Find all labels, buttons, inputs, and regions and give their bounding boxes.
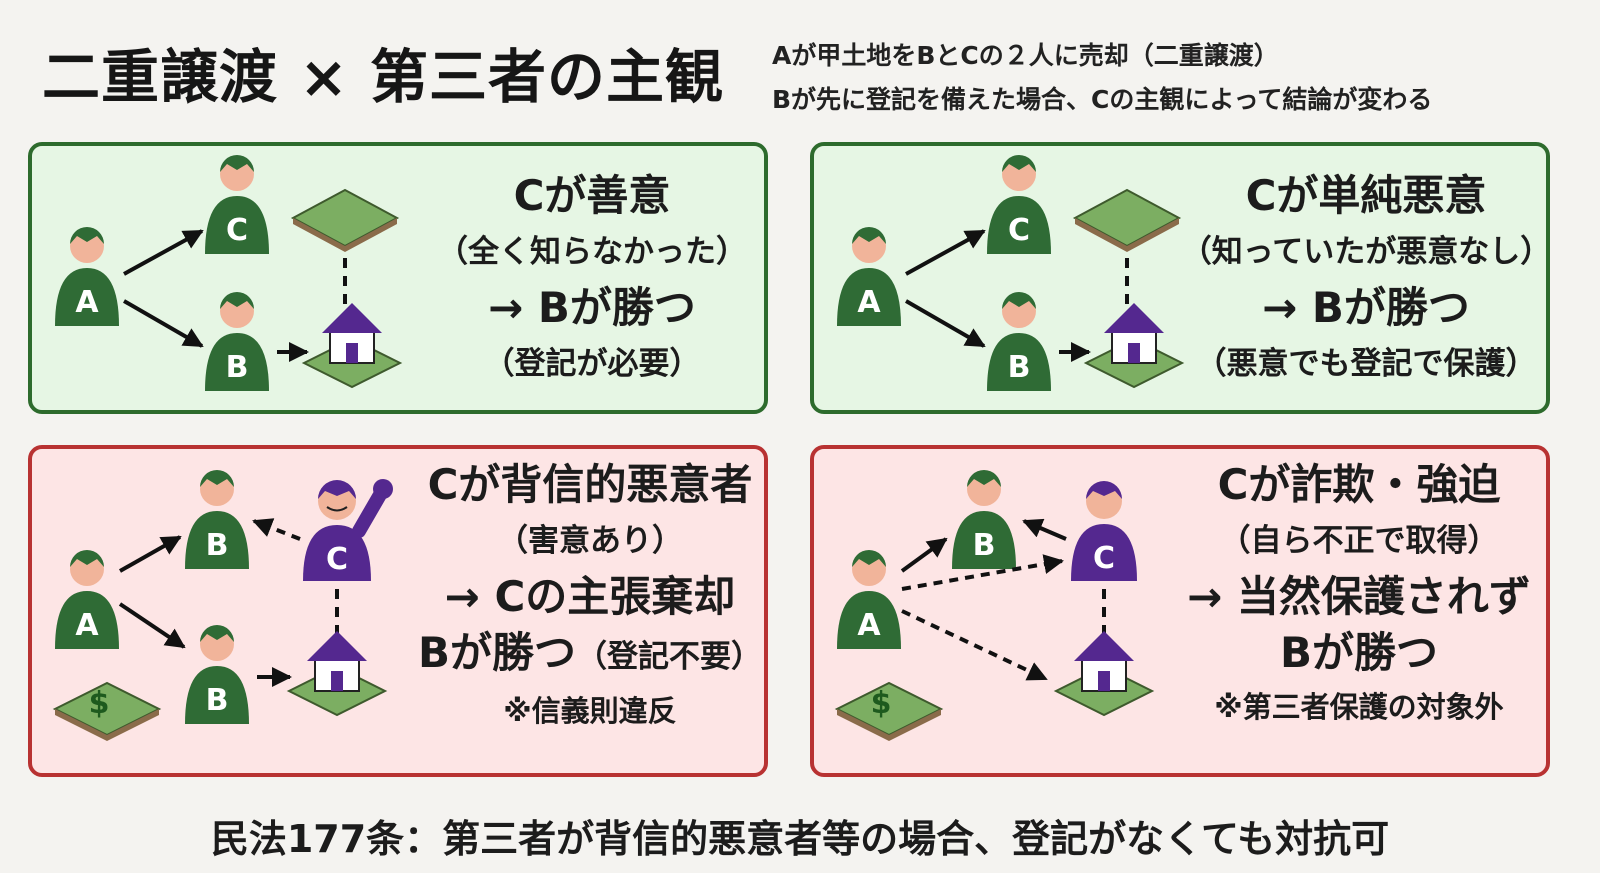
arrow-a-to-c: [123, 229, 204, 276]
dashed-arrow-a-to-c: [901, 554, 1064, 591]
panel-result-2-paren: （登記不要）: [576, 639, 762, 675]
person-c-icon: C: [1071, 481, 1137, 581]
footer-note: 民法177条：第三者が背信的悪意者等の場合、登記がなくても対抗可: [210, 817, 1390, 861]
arrow-c-to-b: [1022, 518, 1067, 541]
person-a-label: A: [857, 608, 881, 643]
panel-fraud-duress: A B C $ Cが詐欺・強迫 （自ら不正: [810, 445, 1550, 777]
villain-c-icon: C: [303, 479, 393, 581]
person-a-label: A: [75, 285, 99, 320]
panel-note: ※信義則違反: [503, 694, 677, 728]
malicious-illustration: A B C B: [52, 470, 393, 741]
panel-note: ※第三者保護の対象外: [1214, 690, 1504, 724]
fraud-illustration: A B C $: [834, 470, 1155, 741]
dashed-arrow-a-to-house: [901, 609, 1048, 681]
dollar-icon: $: [89, 686, 110, 721]
panel-heading: Cが善意: [513, 171, 671, 220]
person-b-icon: B: [205, 292, 269, 391]
panel-result-2: Bが勝つ: [417, 628, 576, 677]
person-a-icon: A: [55, 227, 119, 326]
panel-result: → Cの主張棄却: [444, 572, 736, 621]
arrow-a-to-b: [900, 537, 948, 573]
panel-sub: （知っていたが悪意なし）: [1180, 234, 1550, 270]
panel-good-faith: A C B Cが善意 （全く知らなかった） → Bが勝つ （登: [28, 142, 768, 414]
person-c-label: C: [1008, 213, 1030, 248]
person-b-icon: B: [952, 470, 1016, 569]
person-b-label: B: [973, 528, 996, 563]
house-icon: [1053, 631, 1155, 717]
person-b-bottom-icon: B: [185, 625, 249, 724]
person-b-top-label: B: [206, 528, 229, 563]
subtitle: Aが甲土地をBとCの２人に売却（二重譲渡） Bが先に登記を備えた場合、Cの主観に…: [772, 34, 1432, 122]
house-icon: [301, 303, 403, 389]
panel-sub: （害意あり）: [497, 523, 683, 559]
panel-simple-bad-faith: A C B Cが単純悪意 （知っていたが悪意なし） → Bが勝つ: [810, 142, 1550, 414]
panel-note: （登記が必要）: [483, 346, 701, 382]
person-b-icon: B: [987, 292, 1051, 391]
land-parcel-icon: [1072, 188, 1182, 252]
person-b-label: B: [226, 350, 249, 385]
panel-sub: （全く知らなかった）: [437, 234, 747, 270]
subtitle-line-1: Aが甲土地をBとCの２人に売却（二重譲渡）: [772, 41, 1279, 70]
subtitle-line-2: Bが先に登記を備えた場合、Cの主観によって結論が変わる: [772, 85, 1433, 114]
person-b-bottom-label: B: [206, 683, 229, 718]
panel-heading: Cが背信的悪意者: [427, 460, 753, 509]
dashed-arrow-c-to-b: [252, 518, 301, 541]
person-a-icon: A: [837, 227, 901, 326]
money-land-icon: $: [834, 681, 944, 741]
panel-result: → 当然保護されず: [1187, 572, 1531, 621]
page-title: 二重譲渡 × 第三者の主観: [42, 43, 724, 111]
person-a-label: A: [75, 608, 99, 643]
house-icon: [1083, 303, 1185, 389]
arrow-a-to-c: [905, 229, 986, 276]
person-c-icon: C: [987, 155, 1051, 254]
panel-heading: Cが詐欺・強迫: [1217, 460, 1501, 509]
panel-result: → Bが勝つ: [488, 283, 696, 332]
person-c-icon: C: [205, 155, 269, 254]
arrow-a-to-b: [123, 299, 204, 348]
person-c-label: C: [1093, 541, 1115, 576]
person-a-icon: A: [837, 550, 901, 649]
land-parcel-icon: [290, 188, 400, 252]
money-land-icon: $: [52, 681, 162, 741]
dollar-icon: $: [871, 686, 892, 721]
person-c-label: C: [326, 542, 348, 577]
person-a-label: A: [857, 285, 881, 320]
simple-bad-faith-illustration: A C B: [837, 155, 1185, 391]
panel-note: （悪意でも登記で保護）: [1195, 346, 1537, 382]
arrow-a-to-b: [905, 299, 986, 348]
panel-malicious-bad-faith: A B C B: [28, 445, 768, 777]
person-b-top-icon: B: [185, 470, 249, 569]
person-a-icon: A: [55, 550, 119, 649]
panel-result-2: Bが勝つ: [1279, 628, 1438, 677]
person-b-label: B: [1008, 350, 1031, 385]
house-icon: [286, 631, 388, 717]
panel-result: → Bが勝つ: [1262, 283, 1470, 332]
good-faith-illustration: A C B: [55, 155, 403, 391]
panel-sub: （自ら不正で取得）: [1219, 523, 1499, 559]
panel-heading: Cが単純悪意: [1245, 171, 1487, 220]
arrow-a-to-b-bottom: [118, 602, 186, 649]
person-c-label: C: [226, 213, 248, 248]
arrow-a-to-b-top: [119, 535, 182, 573]
